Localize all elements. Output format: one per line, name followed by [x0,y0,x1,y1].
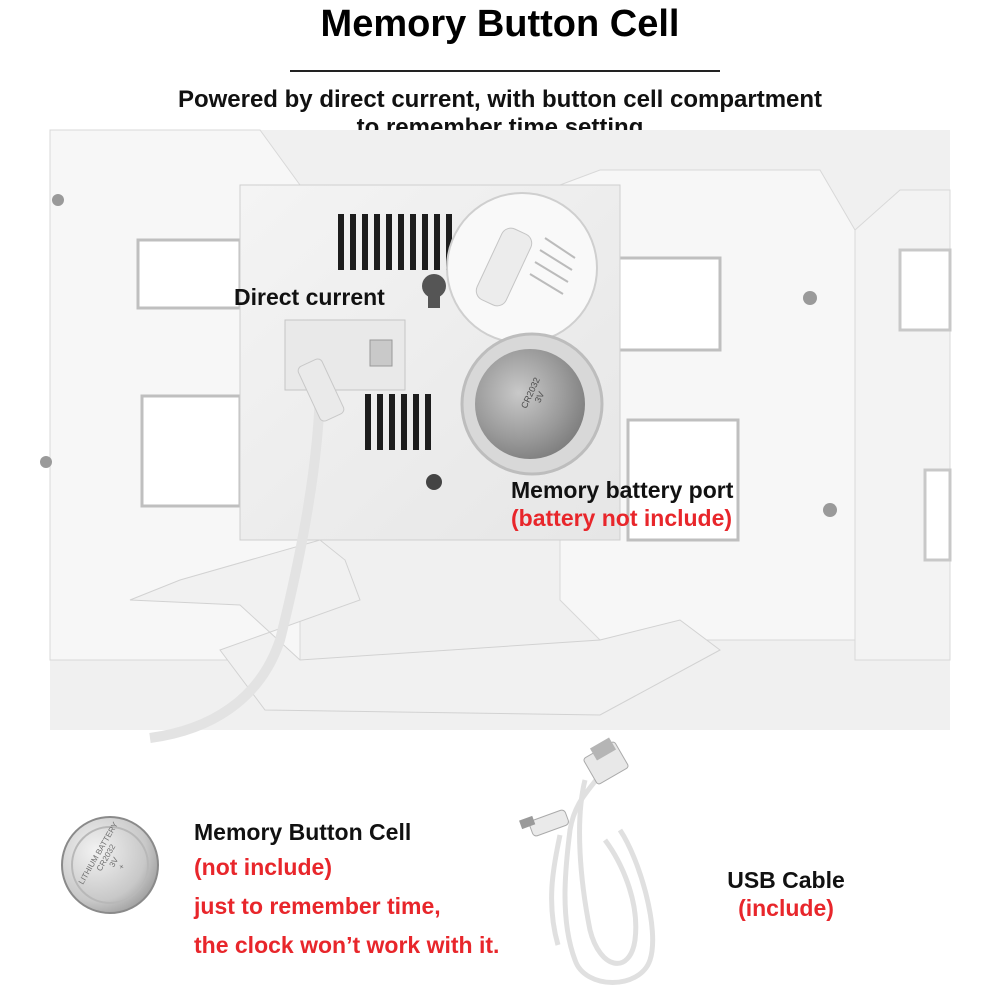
page-title: Memory Button Cell [320,3,680,45]
right-digit-frame [559,169,952,661]
usb-cable-illustration [549,766,656,985]
central-housing [239,184,621,541]
clock-stand [129,539,721,716]
usb-caption-title: USB Cable [727,867,845,893]
usb-caption: USB Cable (include) [686,866,886,922]
cell-caption-title: Memory Button Cell [194,819,412,845]
cell-caption-line-2: the clock won’t work with it. [194,932,500,958]
coin-cell-illustration [61,816,159,914]
subtitle-line-1: Powered by direct current, with button c… [177,86,823,113]
battery-port-note: (battery not include) [511,505,733,531]
direct-current-label: Direct current [234,284,385,310]
cell-caption-note: (not include) [194,854,332,880]
cell-caption: Memory Button Cell (not include) just to… [194,818,499,959]
battery-port-title: Memory battery port [511,477,734,503]
title-divider [290,70,720,72]
battery-port-label: Memory battery port (battery not include… [511,476,733,532]
cell-caption-line-1: just to remember time, [194,893,441,919]
subtitle: Powered by direct current, with button c… [0,86,1000,142]
usb-caption-note: (include) [738,895,834,921]
